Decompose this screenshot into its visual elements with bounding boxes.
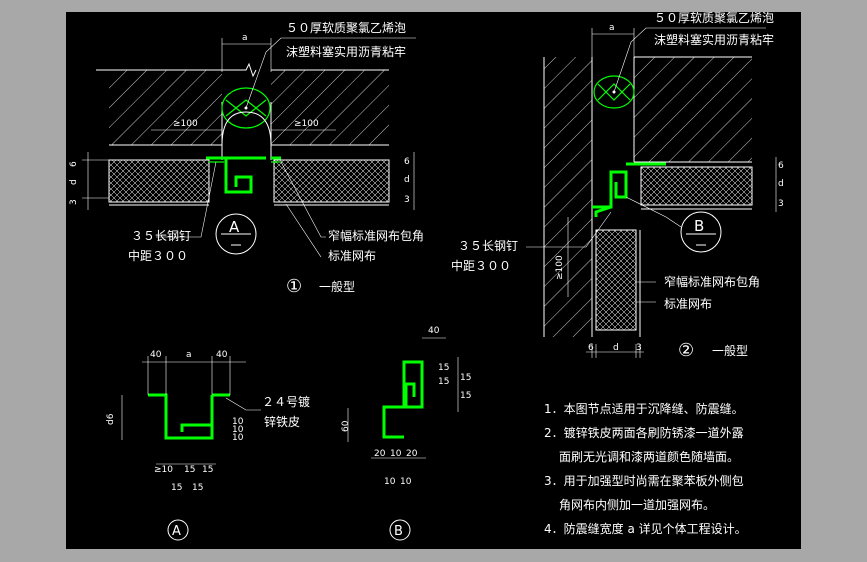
detail2-dim-3: 3 [778,199,784,209]
concrete-slab-right [634,57,752,162]
note-3: 3．用于加强型时尚需在聚苯板外侧包 [544,474,744,488]
detailb-marker: B [394,524,403,539]
detailb-10-c: 10 [400,477,412,487]
detail-2: a ５０厚软质聚氯乙烯泡 沫塑料塞实用沥青粘牢 6 d 3 B ３５长钢钉 中距… [451,12,784,361]
detaila-10-c: 10 [232,433,244,443]
notes: 1．本图节点适用于沉降缝、防震缝。 2．镀锌铁皮两面各刷防锈漆一道外露 面刷无光… [544,401,747,536]
note-4: 4．防震缝宽度 a 详见个体工程设计。 [544,521,747,536]
detaila-40-right: 40 [216,350,228,360]
detaila-a: a [186,350,192,360]
detail1-marker: A [229,218,240,236]
detaila-label-1: ２４号镀 [262,395,310,409]
concrete-left [109,70,222,145]
detail2-dim-d: d [778,179,784,189]
detail2-nail-2: 中距３００ [451,258,511,273]
note-3b: 角网布内侧加一道加强网布。 [559,498,715,512]
detail-b: 40 15 15 15 15 60 20 10 20 10 10 B [341,326,471,541]
detail2-bottom-6: 6 [588,343,594,353]
detaila-15-a: 15 [184,465,195,475]
insulation-left [108,159,210,203]
detail2-number: ② [678,340,694,361]
detail1-dim-6-r: 6 [404,157,410,167]
detail1-label-top-2: 沫塑料塞实用沥青粘牢 [286,44,406,59]
insulation-right [273,159,390,203]
detail1-dim-3: 3 [69,199,79,205]
detailb-10-a: 10 [390,449,402,459]
detaila-d6: d6 [106,413,116,425]
note-2: 2．镀锌铁皮两面各刷防锈漆一道外露 [544,425,744,440]
detaila-marker-circle [167,519,189,541]
detail1-dim-3-r: 3 [404,195,410,205]
detaila-15-c: 15 [171,483,182,493]
detailb-15-a: 15 [438,363,449,373]
detailb-15-b: 15 [438,377,449,387]
detail2-type: 一般型 [712,343,748,358]
detail1-dim-d: d [69,179,79,185]
detail-1: a ５０厚软质聚氯乙烯泡 沫塑料塞实用沥青粘牢 ≥100 ≥100 6 d 3 … [69,21,424,297]
detail2-label-top-1: ５０厚软质聚氯乙烯泡 [654,12,774,25]
detail1-number: ① [286,276,302,297]
detailb-10-b: 10 [384,477,396,487]
detail2-bottom-3: 3 [636,343,642,353]
detailb-15-d: 15 [460,391,471,401]
detaila-40-left: 40 [150,350,162,360]
detail2-nail-1: ３５长钢钉 [458,239,518,253]
cad-drawing: a ５０厚软质聚氯乙烯泡 沫塑料塞实用沥青粘牢 ≥100 ≥100 6 d 3 … [69,12,784,541]
detaila-15-b: 15 [202,465,213,475]
detail1-type: 一般型 [319,279,355,294]
detail2-marker: B [694,217,704,235]
detaila-10-b: 10 [232,425,244,435]
detailb-marker-circle [389,519,411,541]
detail1-dim-a: a [242,33,248,43]
detail2-foam [593,75,635,109]
note-2b: 面刷无光调和漆两道颜色随墙面。 [559,449,739,464]
detail1-gap-right: ≥100 [294,119,319,129]
concrete-right [271,70,389,145]
foam-filler [221,87,271,129]
detailb-profile [382,360,424,439]
detail2-bottom-d: d [613,343,619,353]
detaila-ge10: ≥10 [154,465,173,475]
detail2-insulation-vertical [595,229,637,331]
detail1-mesh-1: 窄幅标准网布包角 [328,228,424,243]
detail2-label-top-2: 沫塑料塞实用沥青粘牢 [654,32,774,47]
detail1-nail-1: ３５长钢钉 [131,229,191,243]
detaila-label-2: 锌铁皮 [264,415,300,429]
drawing-canvas: a ５０厚软质聚氯乙烯泡 沫塑料塞实用沥青粘牢 ≥100 ≥100 6 d 3 … [66,12,801,549]
detail1-nail-2: 中距３００ [128,248,188,263]
detailb-15-c: 15 [460,373,471,383]
detail2-mesh-2: 标准网布 [664,297,712,311]
detail-a: 40 a 40 d6 ２４号镀 锌铁皮 10 10 10 ≥10 15 15 1… [106,350,310,541]
detailb-20-b: 20 [406,449,418,459]
detail2-vert-dim: ≥100 [555,255,565,280]
detail1-marker-circle [215,213,257,255]
detail2-insulation-right [640,166,753,206]
detailb-20-a: 20 [374,449,386,459]
detail1-label-top-1: ５０厚软质聚氯乙烯泡 [286,21,406,35]
detail1-gap-left: ≥100 [173,119,198,129]
detail1-dim-6: 6 [69,161,79,167]
detail1-dim-d-r: d [404,175,410,185]
detaila-15-d: 15 [192,483,203,493]
detail2-dim-6: 6 [778,161,784,171]
detail2-dim-a: a [609,23,615,33]
detailb-40: 40 [428,326,440,336]
detaila-10-a: 10 [232,417,244,427]
detaila-profile [148,393,230,440]
detailb-60: 60 [341,420,351,432]
detail2-marker-circle [680,211,722,253]
detail1-mesh-2: 标准网布 [328,249,376,263]
detaila-marker: A [172,524,181,539]
detail2-mesh-1: 窄幅标准网布包角 [664,274,760,289]
note-1: 1．本图节点适用于沉降缝、防震缝。 [544,401,744,416]
